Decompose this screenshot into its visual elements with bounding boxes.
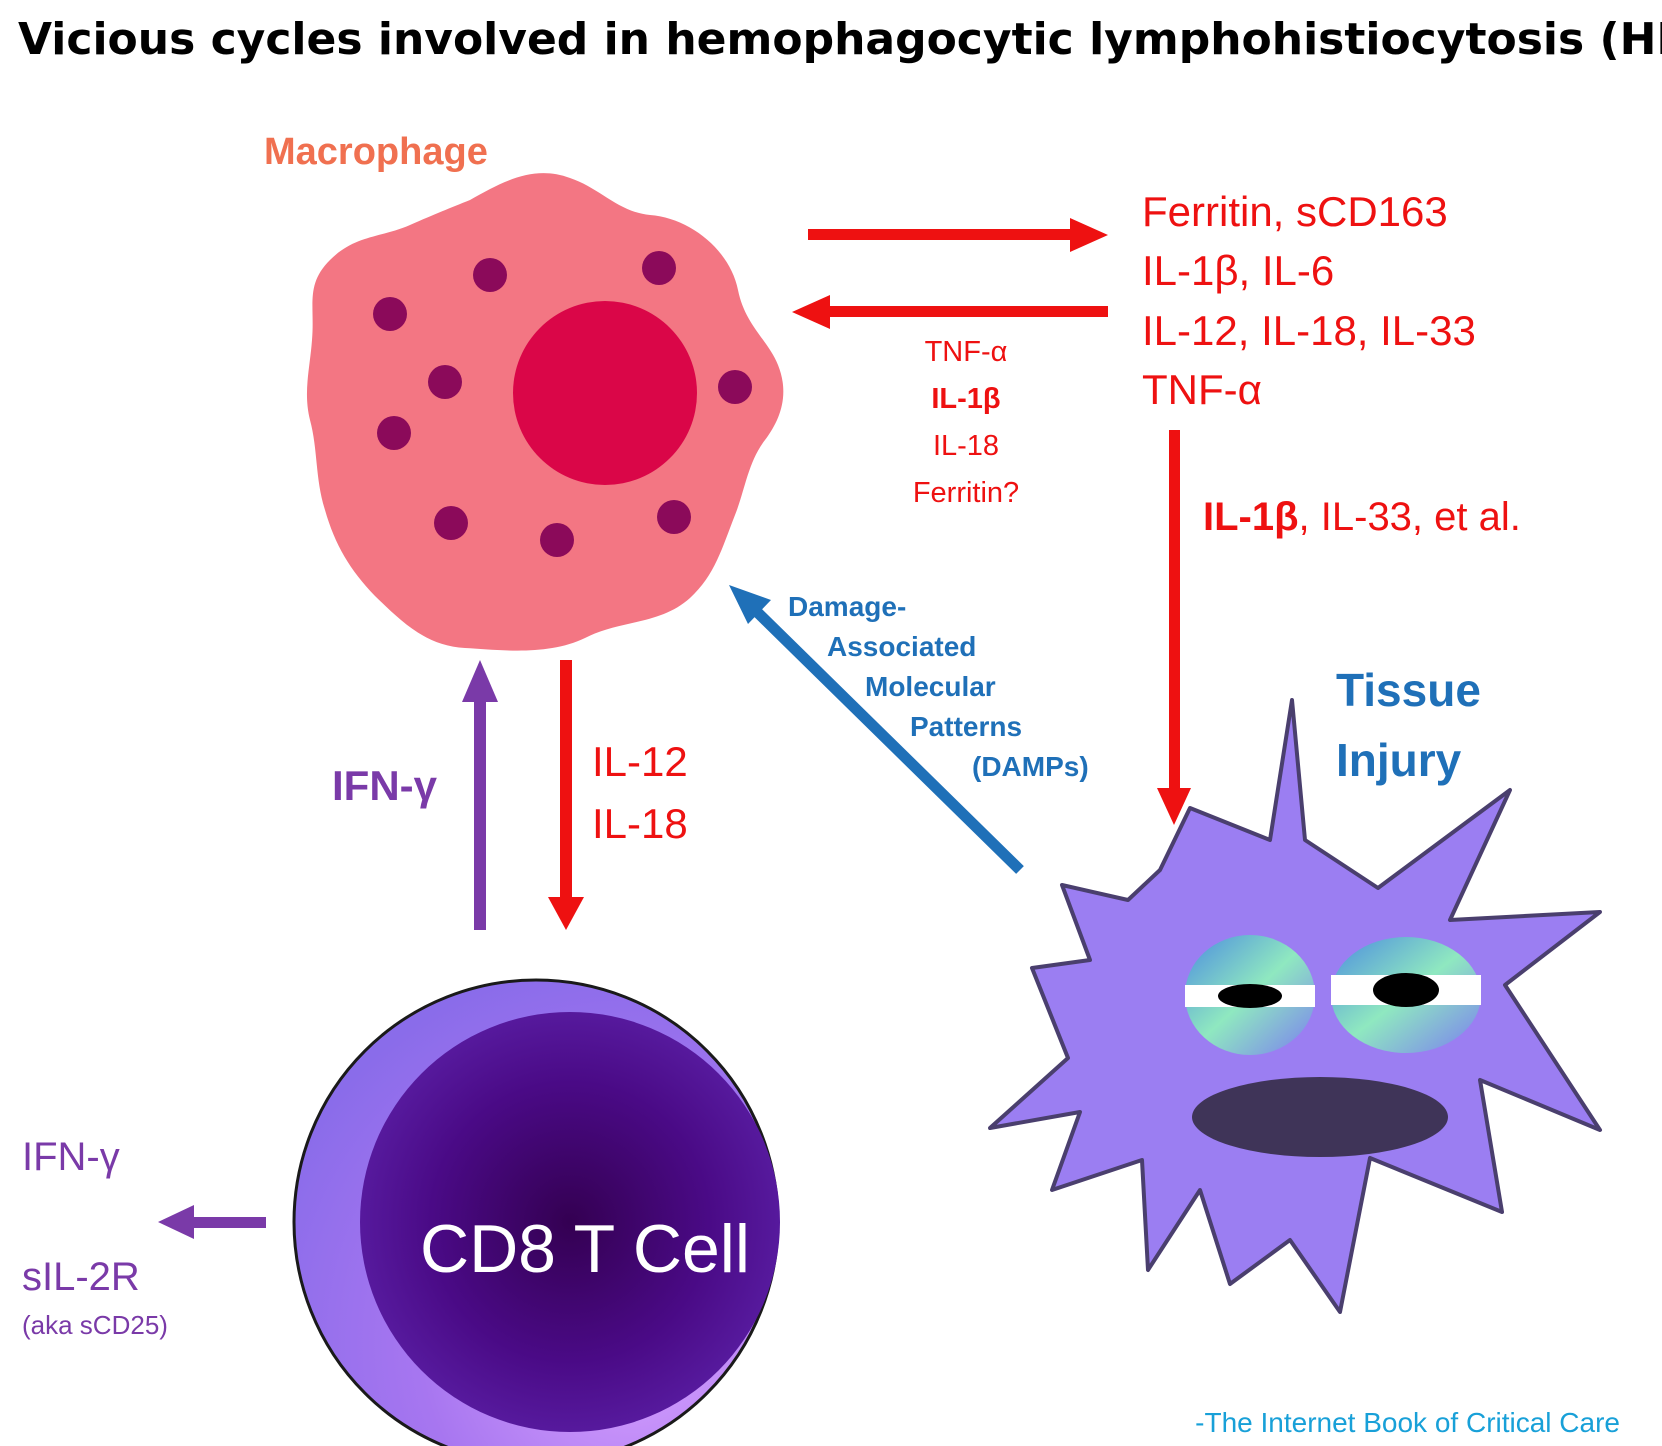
macrophage-nucleus — [513, 301, 697, 485]
credit-text: -The Internet Book of Critical Care — [1195, 1407, 1620, 1438]
output-ferritin-scd163: Ferritin, sCD163 — [1142, 188, 1448, 235]
tissue-effect-rest: , IL-33, et al. — [1299, 495, 1521, 539]
tcell-output-ifn-gamma: IFN-γ — [22, 1135, 120, 1179]
tcell-output-aka: (aka sCD25) — [22, 1310, 168, 1340]
ifn-gamma-to-macrophage: IFN-γ — [332, 762, 438, 809]
injured-cell-left-eye — [1185, 935, 1315, 1055]
arrow-tcell-to-macrophage — [462, 660, 498, 930]
damps-line-1: Damage- — [788, 591, 906, 622]
tcell-output-arrow-shaft — [190, 1217, 266, 1228]
feedback-ferritin: Ferritin? — [913, 477, 1019, 509]
tissue-effect-cytokines: IL-1β, IL-33, et al. — [1203, 495, 1521, 539]
damps-label: Damage- Associated Molecular Patterns (D… — [788, 591, 1089, 782]
arrow-cytokines-to-tissue — [1157, 430, 1191, 825]
macrophage-outputs-list: Ferritin, sCD163 IL-1β, IL-6 IL-12, IL-1… — [1142, 188, 1476, 413]
tcell-outputs: IFN-γ sIL-2R (aka sCD25) — [22, 1135, 266, 1340]
diagram-title: Vicious cycles involved in hemophagocyti… — [18, 14, 1662, 65]
arrow-cytokines-to-macrophage — [792, 295, 1108, 329]
feedback-il1b: IL-1β — [931, 383, 1000, 415]
macrophage-label: Macrophage — [264, 131, 488, 173]
injured-cell-right-eye — [1331, 937, 1481, 1053]
tcell-nucleus — [360, 1012, 780, 1432]
damps-line-5: (DAMPs) — [972, 751, 1089, 782]
feedback-list: TNF-α IL-1β IL-18 Ferritin? — [913, 336, 1019, 509]
feedback-tnf-alpha: TNF-α — [925, 336, 1008, 368]
damps-line-3: Molecular — [865, 671, 996, 702]
macrophage-illustration — [306, 173, 784, 651]
tissue-injury-line-2: Injury — [1336, 734, 1462, 786]
arrow-damps-to-macrophage — [729, 585, 1024, 874]
tcell-label: CD8 T Cell — [420, 1211, 750, 1287]
tissue-effect-il1b: IL-1β — [1203, 495, 1299, 539]
macrophage-granules — [373, 251, 752, 557]
output-tnf-alpha: TNF-α — [1142, 366, 1262, 413]
tcell-output-sil2r: sIL-2R — [22, 1255, 140, 1299]
tissue-injury-line-1: Tissue — [1336, 664, 1481, 716]
il18-to-tcell: IL-18 — [592, 800, 688, 847]
damps-line-2: Associated — [827, 631, 976, 662]
feedback-il18: IL-18 — [933, 430, 999, 462]
arrow-macrophage-to-tcell — [548, 660, 584, 930]
tcell-output-arrow-head — [158, 1205, 194, 1239]
tissue-injury-label: Tissue Injury — [1336, 664, 1481, 786]
il12-to-tcell: IL-12 — [592, 738, 688, 785]
tcell-illustration: CD8 T Cell — [292, 978, 780, 1446]
arrow-macrophage-to-cytokines — [808, 218, 1108, 252]
output-il12-il18-il33: IL-12, IL-18, IL-33 — [1142, 307, 1476, 354]
tissue-injury-cell — [988, 698, 1602, 1314]
damps-line-4: Patterns — [910, 711, 1022, 742]
injured-cell-mouth — [1192, 1077, 1448, 1157]
output-il1b-il6: IL-1β, IL-6 — [1142, 247, 1334, 294]
